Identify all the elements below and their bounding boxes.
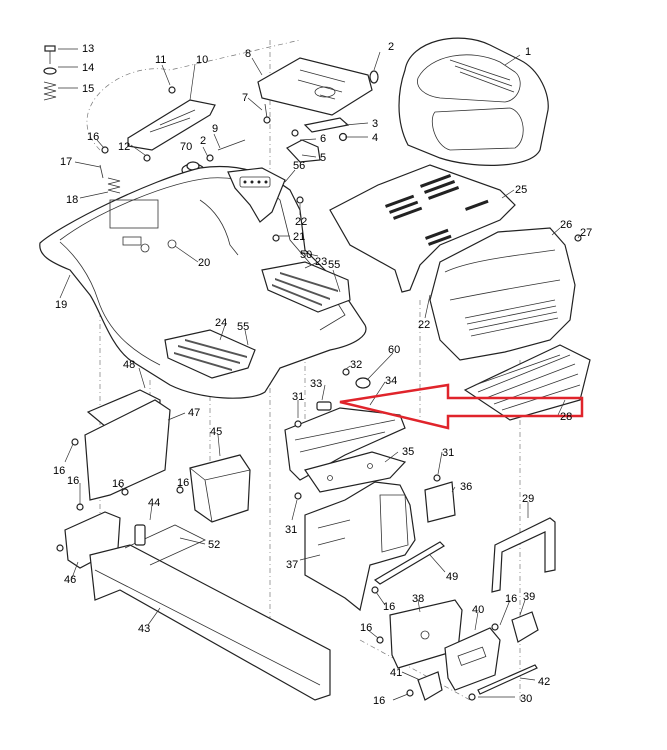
hood-grille [429, 227, 582, 361]
label-16-e: 16 [177, 477, 189, 489]
leader-lines [58, 48, 581, 701]
label-56: 56 [293, 160, 305, 172]
label-16-i: 16 [373, 695, 385, 707]
label-49: 49 [446, 571, 458, 583]
label-26: 26 [560, 219, 572, 231]
label-33: 33 [310, 378, 322, 390]
label-34: 34 [385, 375, 397, 387]
label-8: 8 [245, 48, 251, 60]
label-10: 10 [196, 54, 208, 66]
label-31-mid: 31 [442, 447, 454, 459]
label-16-d: 16 [112, 478, 124, 490]
label-70: 70 [180, 141, 192, 153]
label-4: 4 [372, 132, 378, 144]
label-1: 1 [525, 46, 531, 58]
highlight-arrow [339, 383, 584, 430]
label-2: 2 [200, 135, 206, 147]
fender-body [39, 165, 367, 399]
label-2-top: 2 [388, 41, 394, 53]
label-55-right: 55 [328, 259, 340, 271]
seat-plate [257, 57, 379, 116]
label-22-upper: 22 [295, 216, 307, 228]
bracket-plate [127, 86, 216, 162]
rear-panel [71, 389, 171, 501]
battery-box [189, 454, 251, 523]
label-48: 48 [123, 359, 135, 371]
label-16-b: 16 [53, 465, 65, 477]
label-14: 14 [82, 62, 94, 74]
label-22-lower: 22 [418, 319, 430, 331]
support-bracket [491, 517, 556, 593]
label-28: 28 [560, 411, 572, 423]
label-55-left: 55 [237, 321, 249, 333]
label-7: 7 [242, 92, 248, 104]
label-20: 20 [198, 257, 210, 269]
firewall [304, 481, 416, 612]
label-42: 42 [538, 676, 550, 688]
label-12: 12 [118, 141, 130, 153]
label-41: 41 [390, 667, 402, 679]
label-15: 15 [82, 83, 94, 95]
dash-shroud [284, 368, 406, 481]
label-21: 21 [293, 231, 305, 243]
label-47: 47 [188, 407, 200, 419]
label-60: 60 [388, 344, 400, 356]
label-52: 52 [208, 539, 220, 551]
label-32: 32 [350, 359, 362, 371]
label-13: 13 [82, 43, 94, 55]
label-38: 38 [412, 593, 424, 605]
label-9: 9 [212, 123, 218, 135]
label-31-upper: 31 [292, 391, 304, 403]
label-5: 5 [320, 152, 326, 164]
label-23: 23 [315, 256, 327, 268]
frame [76, 486, 331, 701]
label-29: 29 [522, 493, 534, 505]
label-45: 45 [210, 426, 222, 438]
label-35: 35 [402, 446, 414, 458]
label-17: 17 [60, 156, 72, 168]
label-18: 18 [66, 194, 78, 206]
rod-49 [373, 541, 445, 585]
label-37: 37 [286, 559, 298, 571]
dash-panel [227, 167, 304, 242]
label-46: 46 [64, 574, 76, 586]
label-16-f: 16 [383, 601, 395, 613]
label-16-c: 16 [67, 475, 79, 487]
label-16-h: 16 [360, 622, 372, 634]
footrest-mat-left [164, 329, 256, 379]
label-30: 30 [520, 693, 532, 705]
label-19: 19 [55, 299, 67, 311]
part-labels: 13 14 15 11 10 8 2 1 7 3 4 6 5 16 2 9 70… [53, 41, 592, 707]
label-3: 3 [372, 118, 378, 130]
label-50: 50 [300, 249, 312, 261]
label-43: 43 [138, 623, 150, 635]
label-6: 6 [320, 133, 326, 145]
seat [398, 37, 549, 166]
label-31-lower: 31 [285, 524, 297, 536]
label-24: 24 [215, 317, 227, 329]
label-25: 25 [515, 184, 527, 196]
label-16: 16 [87, 131, 99, 143]
front-brackets [294, 420, 539, 701]
label-11: 11 [155, 54, 166, 66]
label-40: 40 [472, 604, 484, 616]
footrest-mat-right [261, 261, 351, 313]
label-39: 39 [523, 591, 535, 603]
hood-top [329, 164, 516, 293]
label-27: 27 [580, 227, 592, 239]
small-plate [424, 474, 456, 523]
label-36: 36 [460, 481, 472, 493]
label-44: 44 [148, 497, 160, 509]
bolt-washer-spring [43, 45, 57, 101]
support-plate [304, 451, 407, 493]
label-16-g: 16 [505, 593, 517, 605]
